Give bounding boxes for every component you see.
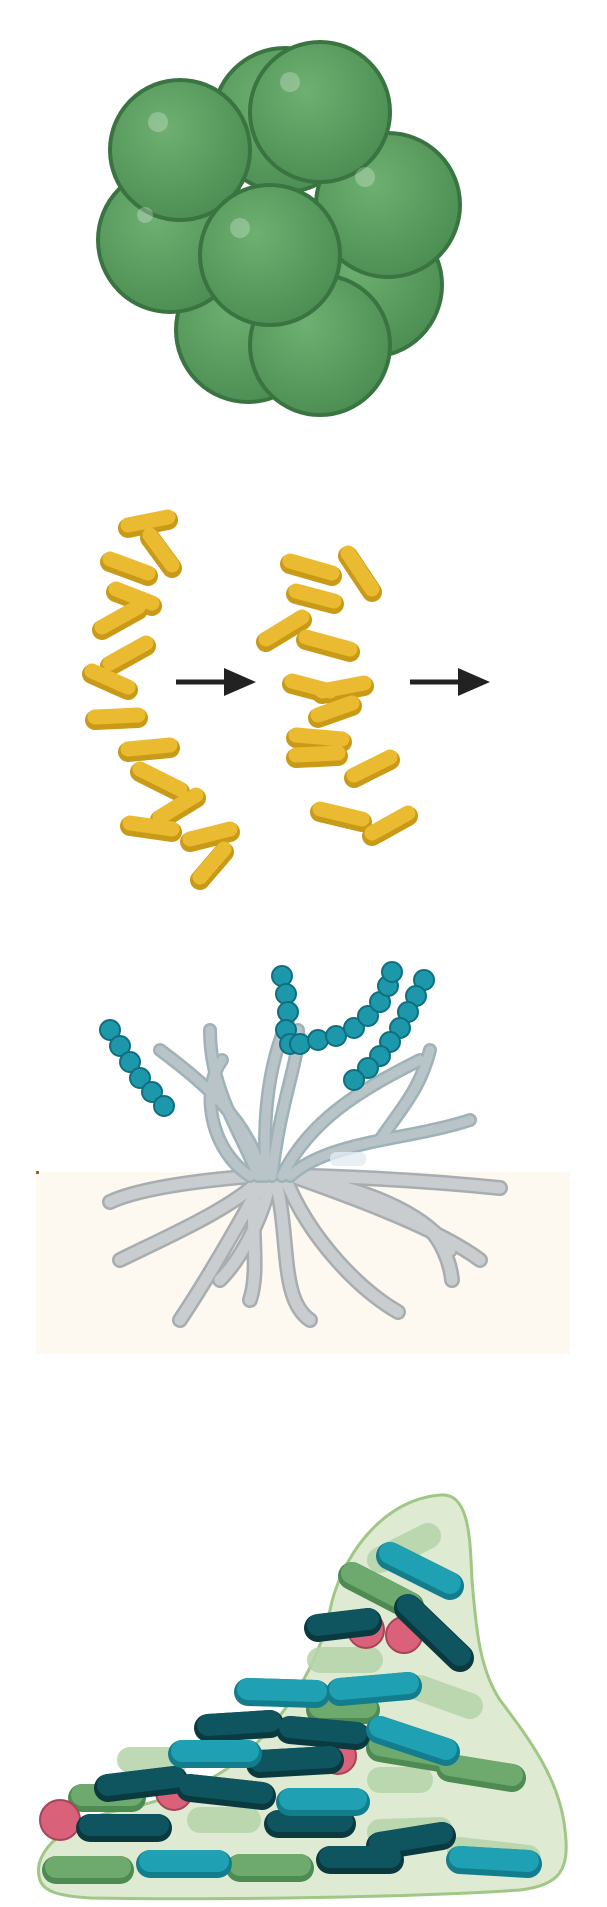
rod-chain-panel (0, 480, 607, 920)
biofilm-panel (0, 1480, 607, 1907)
rod-chain-left (82, 509, 240, 890)
coccus-cell (248, 40, 392, 184)
filamentous-panel (0, 940, 607, 1380)
filamentous-illustration (36, 961, 570, 1354)
coccus-cell (108, 78, 252, 222)
arrow-right-icon (176, 668, 256, 696)
rod-chain-illustration (82, 509, 490, 890)
coccus-cell (198, 183, 342, 327)
cell-cluster-panel (0, 0, 607, 440)
arrow-right-icon (410, 668, 490, 696)
spore-chains (99, 961, 435, 1117)
cell-cluster-illustration (96, 40, 462, 417)
rod-chain-right (256, 545, 418, 846)
biofilm-illustration (37, 1493, 568, 1901)
